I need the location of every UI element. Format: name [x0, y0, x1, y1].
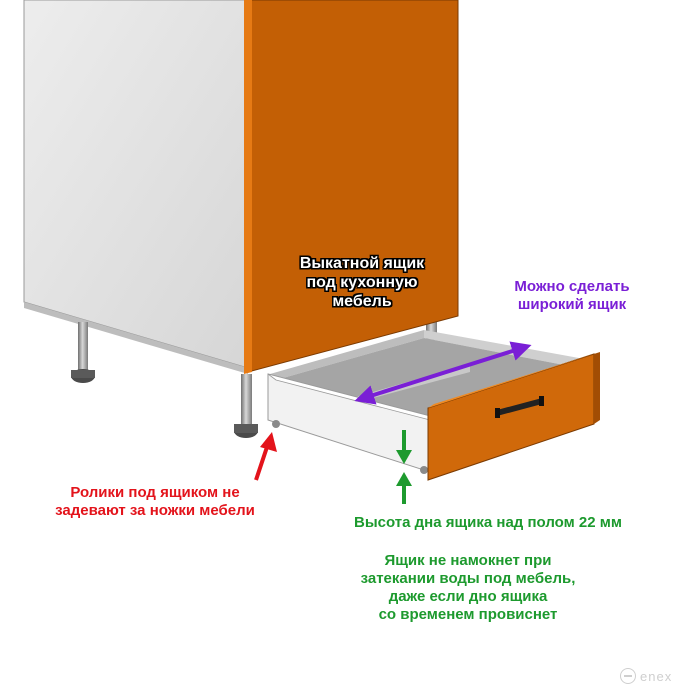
width-arrow — [354, 341, 532, 405]
rollers-line: задевают за ножки мебели — [55, 502, 255, 519]
cabinet-facade — [247, 0, 459, 373]
brand-logo: enex — [620, 668, 672, 684]
water-note-line: со временем провиснет — [378, 606, 558, 623]
water-note-line: Ящик не намокнет при — [384, 552, 552, 569]
drawer-roller — [272, 420, 428, 474]
cabinet-leg-back — [426, 316, 437, 340]
cabinet-facade-edge — [244, 0, 252, 374]
cabinet-leg-front — [234, 374, 258, 438]
water-note-line: даже если дно ящика — [388, 588, 548, 605]
rollers-label: Ролики под ящиком не задевают за ножки м… — [30, 484, 280, 520]
drawer-title-label: Выкатной ящик под кухонную мебель — [262, 254, 462, 312]
bottom-height-label: Высота дна ящика над полом 22 мм — [318, 514, 658, 532]
logo-mark-icon — [620, 668, 636, 684]
wide-drawer-label: Можно сделать широкий ящик — [492, 278, 652, 314]
rollers-arrow — [254, 432, 277, 481]
bottom-height-line: Высота дна ящика над полом 22 мм — [354, 514, 622, 531]
drawer-title-line: Выкатной ящик — [299, 255, 425, 272]
rollers-line: Ролики под ящиком не — [70, 484, 240, 501]
wide-drawer-line: широкий ящик — [517, 296, 627, 313]
drawer-title-line: под кухонную — [306, 274, 418, 292]
height-arrow-top — [396, 430, 412, 464]
height-arrow-bottom — [396, 472, 412, 504]
wide-drawer-line: Можно сделать — [514, 278, 630, 295]
logo-text: enex — [640, 668, 673, 684]
water-note-label: Ящик не намокнет при затекании воды под … — [318, 552, 618, 624]
drawer-title-line: мебель — [332, 293, 392, 311]
cabinet-side-bottom-edge — [24, 302, 248, 374]
cabinet-leg-left-back — [71, 322, 95, 383]
water-note-line: затекании воды под мебель, — [360, 570, 576, 587]
